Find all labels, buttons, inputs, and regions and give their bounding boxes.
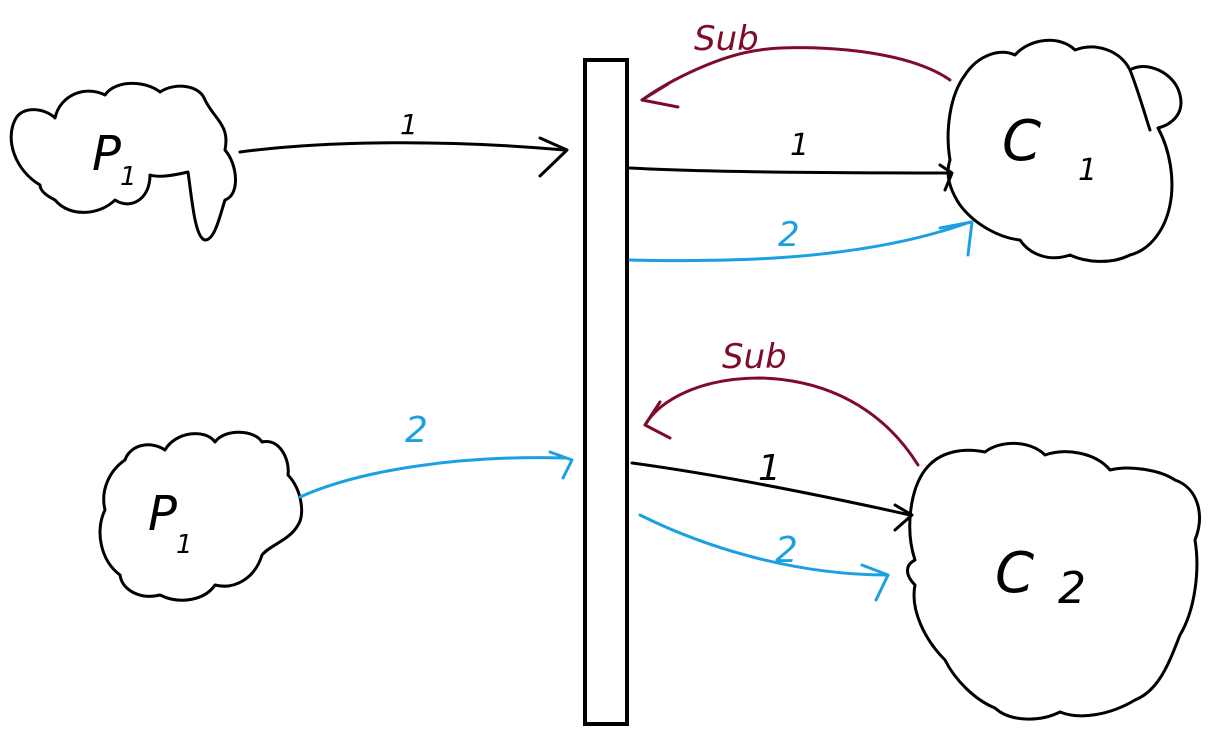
arrowhead-consumer-top-subscribe bbox=[640, 82, 680, 109]
arrowhead-consumer-bottom-subscribe bbox=[643, 400, 672, 440]
edge-producer-bottom-to-queue bbox=[298, 456, 567, 499]
consumer-top-letter: C bbox=[1002, 109, 1041, 174]
label-producer-bottom-to-queue: 2 bbox=[405, 410, 428, 451]
edge-consumer-bottom-subscribe bbox=[643, 376, 920, 467]
label-queue-to-consumer-bottom-msg1: 1 bbox=[758, 448, 781, 489]
edge-queue-to-consumer-top-msg1 bbox=[628, 166, 952, 175]
consumer-top-cloud bbox=[946, 38, 1183, 263]
arrowhead-consumer-top-msg2 bbox=[938, 220, 974, 257]
label-queue-to-consumer-top-msg1: 1 bbox=[790, 128, 809, 163]
producer-top-letter: P bbox=[92, 126, 121, 182]
label-producer-top-to-queue: 1 bbox=[400, 108, 418, 141]
label-queue-to-consumer-bottom-msg2: 2 bbox=[775, 530, 798, 571]
arrowhead-producer-top bbox=[538, 136, 569, 178]
label-consumer-bottom-subscribe: Sub bbox=[722, 337, 787, 377]
edge-queue-to-consumer-top-msg2 bbox=[628, 220, 972, 263]
edge-consumer-top-subscribe bbox=[640, 46, 952, 102]
consumer-bottom-index: 2 bbox=[1058, 563, 1086, 614]
consumer-top-index: 1 bbox=[1078, 153, 1097, 188]
edge-queue-to-consumer-bottom-msg2 bbox=[638, 513, 890, 577]
edge-producer-top-to-queue bbox=[238, 141, 567, 154]
consumer-bottom-letter: C bbox=[995, 541, 1034, 606]
arrowhead-consumer-top-msg1 bbox=[938, 163, 954, 192]
label-queue-to-consumer-top-msg2: 2 bbox=[778, 215, 800, 255]
label-consumer-top-subscribe: Sub bbox=[694, 19, 759, 59]
edge-queue-to-consumer-bottom-msg1 bbox=[630, 461, 912, 517]
producer-top-index: 1 bbox=[120, 162, 137, 192]
producer-bottom-cloud bbox=[98, 430, 304, 602]
queue-bar bbox=[583, 58, 629, 726]
consumer-bottom-cloud bbox=[906, 441, 1201, 721]
arrowhead-consumer-bottom-msg2 bbox=[860, 563, 890, 602]
arrowhead-producer-bottom bbox=[548, 450, 574, 480]
producer-bottom-letter: P bbox=[148, 486, 177, 542]
producer-bottom-index: 1 bbox=[176, 530, 193, 560]
producer-top-cloud bbox=[9, 81, 237, 242]
arrowhead-consumer-bottom-msg1 bbox=[893, 503, 914, 532]
